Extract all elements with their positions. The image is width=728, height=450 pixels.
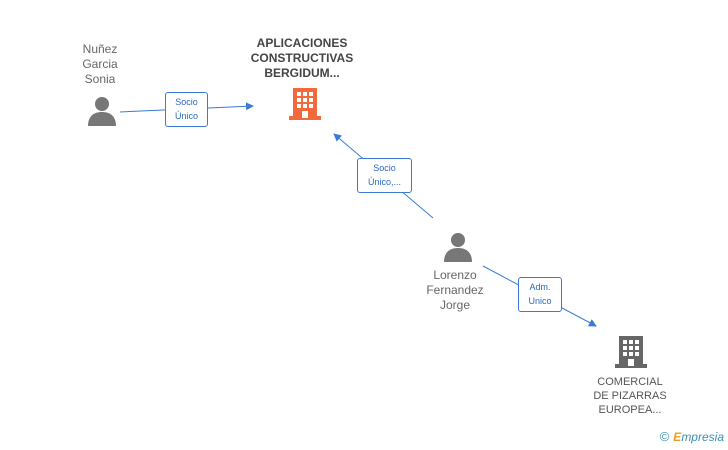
person-lorenzo-name-line-1: Lorenzo: [433, 268, 477, 282]
company-small-name-line-1: COMERCIAL: [597, 376, 663, 388]
company-main-name-line-1: APLICACIONES: [256, 36, 348, 50]
company-main-name-line-2: CONSTRUCTIVAS: [250, 51, 354, 65]
edge-label-line-1: Socio: [175, 97, 198, 107]
edge-label-lorenzo-to-small[interactable]: Adm. Unico: [518, 277, 562, 312]
person-icon[interactable]: [87, 96, 117, 126]
company-small-name-line-2: DE PIZARRAS: [593, 390, 667, 402]
person-lorenzo-name[interactable]: Lorenzo Fernandez Jorge: [410, 268, 500, 313]
person-nunez-name-line-3: Sonia: [84, 72, 116, 86]
brand-initial: E: [673, 429, 682, 444]
edge-label-line-2: Único: [174, 111, 198, 121]
person-lorenzo-name-line-2: Fernandez: [426, 283, 484, 297]
building-icon[interactable]: [615, 334, 647, 368]
edge-label-nunez-to-main[interactable]: Socio Único: [165, 92, 208, 127]
copyright-symbol: ©: [659, 429, 670, 444]
company-small-name-line-3: EUROPEA...: [598, 404, 662, 416]
edge-label-line-1: Socio: [373, 163, 396, 173]
edge-label-lorenzo-to-main[interactable]: Socio Único,...: [357, 158, 412, 193]
empresia-logo[interactable]: © Empresia: [660, 429, 724, 444]
building-icon[interactable]: [289, 86, 321, 120]
edge-label-line-2: Único,...: [367, 177, 401, 187]
company-main-name-line-3: BERGIDUM...: [264, 66, 340, 80]
brand-rest: mpresia: [681, 429, 724, 444]
person-nunez-name-line-2: Garcia: [82, 57, 118, 71]
brand-name: Empresia: [673, 430, 724, 444]
edge-label-line-2: Unico: [528, 296, 552, 306]
person-lorenzo-name-line-3: Jorge: [439, 298, 471, 312]
person-nunez-name[interactable]: Nuñez Garcia Sonia: [60, 42, 140, 87]
company-main-name[interactable]: APLICACIONES CONSTRUCTIVAS BERGIDUM...: [228, 36, 376, 81]
person-icon[interactable]: [443, 232, 473, 262]
company-small-name[interactable]: COMERCIAL DE PIZARRAS EUROPEA...: [580, 375, 680, 417]
edge-label-line-1: Adm.: [529, 282, 551, 292]
person-nunez-name-line-1: Nuñez: [82, 42, 118, 56]
